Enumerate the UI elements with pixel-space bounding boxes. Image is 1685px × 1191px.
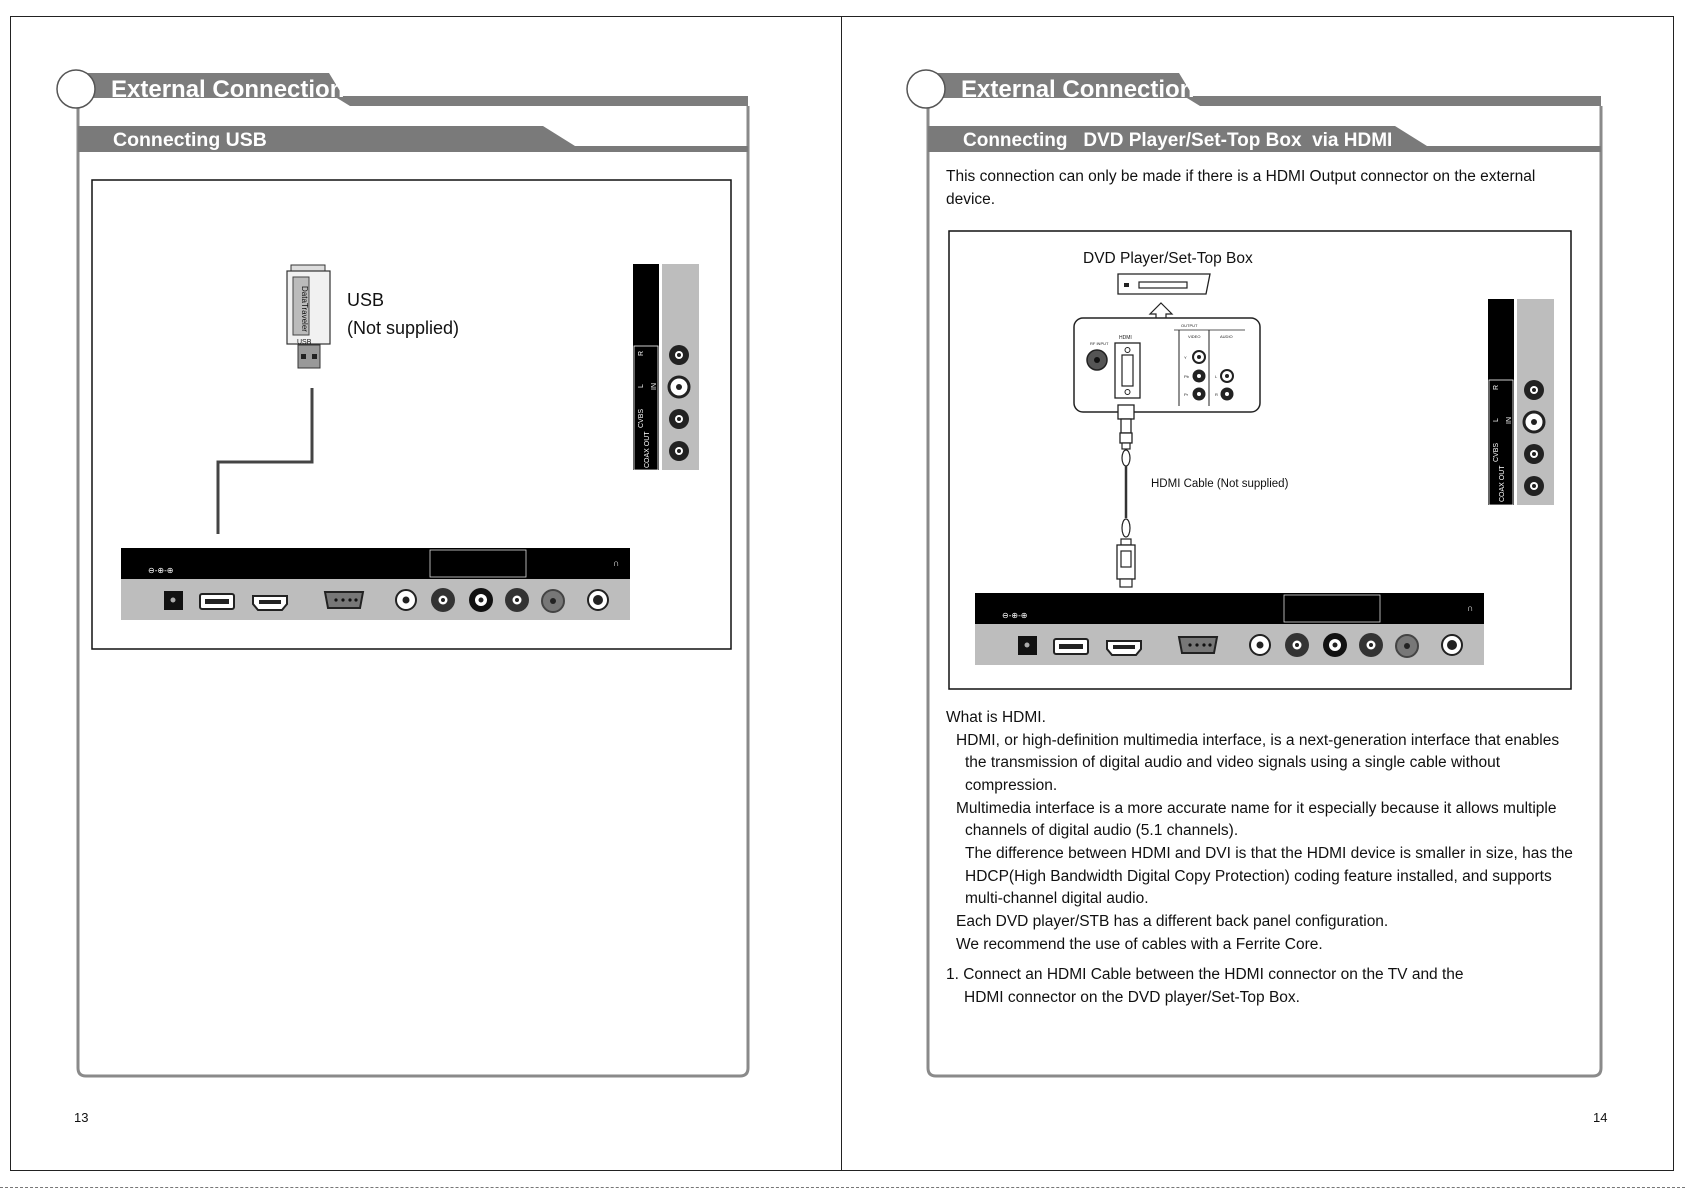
left-header-title: External Connection [111,76,344,103]
hdmi-line-5: channels of digital audio (5.1 channels)… [965,822,1239,839]
svg-text:COAX OUT: COAX OUT [644,431,651,468]
svg-text:RF INPUT: RF INPUT [1090,341,1109,346]
hdmi-cable [1116,404,1136,588]
svg-text:DataTraveler: DataTraveler [300,286,309,332]
left-section-title: Connecting USB [113,129,267,151]
svg-text:R: R [1215,392,1218,397]
right-page-number: 14 [1593,1110,1608,1125]
svg-text:R: R [638,351,645,356]
hdmi-line-7: HDCP(High Bandwidth Digital Copy Protect… [965,868,1552,885]
bottom-trim-line [0,1187,1685,1188]
usb-stick-icon: DataTraveler USB [286,264,331,369]
tv-side-panel-right: R L IN CVBS COAX OUT [1488,299,1554,506]
hdmi-line-8: multi-channel digital audio. [965,890,1149,907]
svg-text:⊖-⊕-⊕: ⊖-⊕-⊕ [148,566,173,575]
left-section-bar [78,126,748,152]
page-frame [10,16,1674,1171]
svg-text:IN: IN [1506,417,1513,424]
svg-text:∩: ∩ [1467,603,1474,613]
dvd-player-icon [1117,273,1211,295]
svg-text:L: L [1493,418,1500,422]
svg-text:∩: ∩ [613,558,620,568]
left-header-circle [56,69,96,109]
svg-text:AUDIO: AUDIO [1220,334,1233,339]
hdmi-line-1: HDMI, or high-definition multimedia inte… [956,732,1560,749]
hdmi-line-9: Each DVD player/STB has a different back… [956,913,1389,930]
step-1-line-2: HDMI connector on the DVD player/Set-Top… [964,989,1300,1006]
left-page-graphics: External Connection Connecting USB DataT… [56,69,750,1078]
hdmi-intro-text: This connection can only be made if ther… [946,168,1536,208]
svg-text:OUTPUT: OUTPUT [1181,323,1198,328]
svg-text:L: L [638,384,645,388]
usb-not-supplied-label: (Not supplied) [347,318,459,338]
right-header-bar [928,73,1601,106]
right-header-circle [906,69,946,109]
right-content-frame [926,106,1603,1078]
svg-text:Y: Y [1184,355,1187,360]
svg-text:⊖-⊕-⊕: ⊖-⊕-⊕ [1002,611,1027,620]
what-is-hdmi-heading: What is HDMI. [946,709,1046,726]
right-section-bar [928,126,1601,152]
svg-text:VIDEO: VIDEO [1188,334,1200,339]
svg-text:IN: IN [651,383,658,390]
left-content-frame [76,106,750,1078]
hdmi-line-6: The difference between HDMI and DVI is t… [965,845,1573,862]
right-header-title: External Connection [961,76,1194,103]
tv-bottom-panel-left: ⊖-⊕-⊕ ∩ [121,548,630,620]
svg-text:CVBS: CVBS [1493,443,1500,462]
svg-text:COAX OUT: COAX OUT [1499,465,1506,502]
svg-text:Pr: Pr [1184,392,1189,397]
hdmi-line-4: Multimedia interface is a more accurate … [956,800,1557,817]
right-section-title: Connecting DVD Player/Set-Top Box via HD… [963,130,1392,151]
tv-bottom-panel-right: ⊖-⊕-⊕ ∩ [975,593,1484,665]
dvd-back-panel: RF INPUT HDMI OUTPUT VIDEO AUDIO Y Pb Pr… [1073,317,1261,413]
hdmi-line-3: compression. [965,777,1058,794]
hdmi-line-2: the transmission of digital audio and vi… [965,754,1501,771]
step-1-line-1: 1. Connect an HDMI Cable between the HDM… [946,966,1464,983]
hdmi-cable-label: HDMI Cable (Not supplied) [1151,478,1289,490]
left-header-bar [78,73,748,106]
svg-text:USB: USB [297,339,312,346]
svg-text:Pb: Pb [1184,374,1190,379]
dvd-device-label: DVD Player/Set-Top Box [1083,250,1253,267]
left-page-number: 13 [74,1110,89,1125]
right-page-graphics: External Connection Connecting DVD Playe… [906,69,1603,1078]
usb-label: USB [347,290,384,310]
page-divider [841,16,842,1171]
tv-side-panel-left: R L IN CVBS COAX OUT [633,264,699,471]
svg-text:HDMI: HDMI [1119,335,1132,341]
svg-text:R: R [1493,385,1500,390]
svg-text:CVBS: CVBS [638,409,645,428]
hdmi-line-10: We recommend the use of cables with a Fe… [956,936,1323,953]
usb-cable [216,388,314,534]
svg-text:L: L [1215,374,1218,379]
